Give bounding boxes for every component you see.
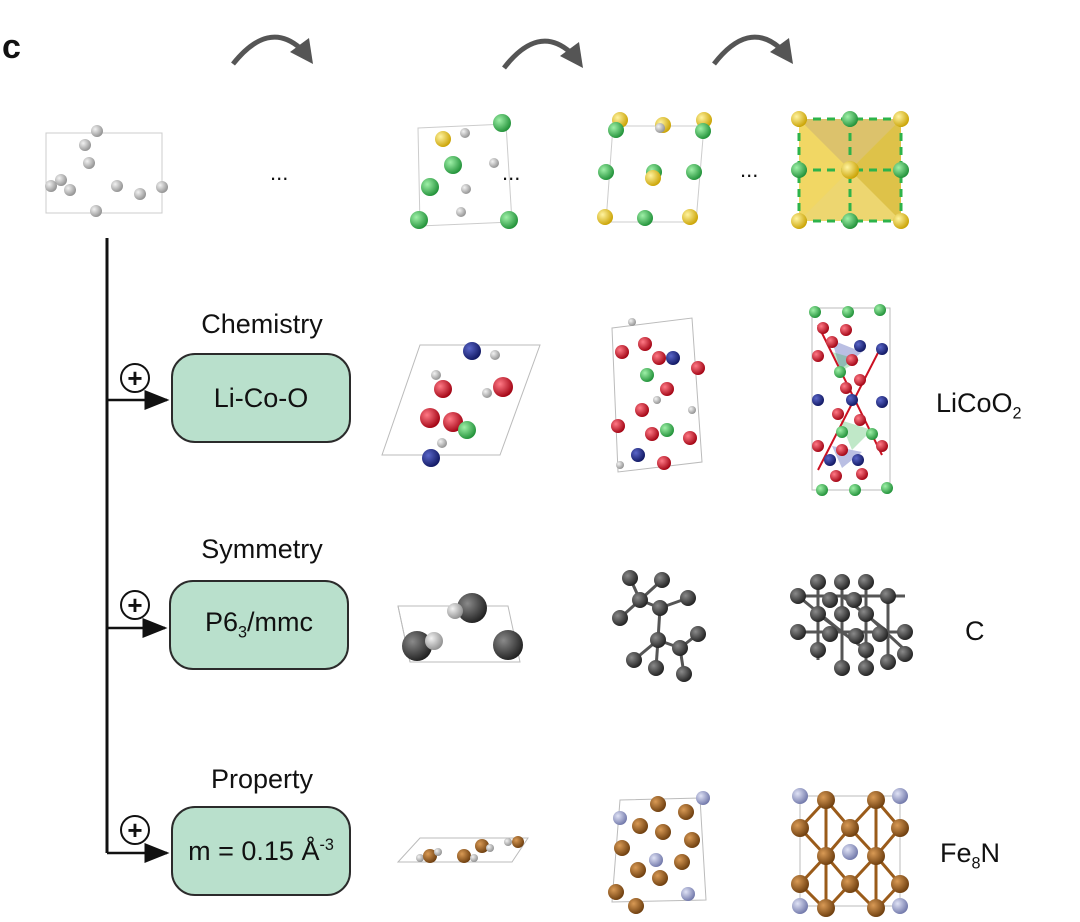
structure-licoo2-step1 bbox=[381, 342, 541, 467]
condition-text-property: m = 0.15 Å-3 bbox=[188, 836, 334, 867]
plus-icon-property: + bbox=[120, 815, 150, 845]
condition-text-chemistry: Li-Co-O bbox=[213, 382, 309, 413]
condition-box-symmetry: P63/mmc bbox=[169, 580, 349, 670]
structure-fe8n-step2 bbox=[608, 791, 710, 914]
process-arrows bbox=[231, 34, 793, 70]
fe8n-main: Fe bbox=[940, 838, 972, 868]
curved-arrow-2 bbox=[502, 38, 572, 70]
fe8n-tail: N bbox=[980, 838, 1001, 868]
formula-main: LiCoO bbox=[936, 388, 1013, 418]
property-sup: -3 bbox=[319, 835, 334, 854]
structure-carbon-step2 bbox=[612, 570, 706, 682]
structure-fe8n-final bbox=[791, 788, 909, 917]
arrowhead-2 bbox=[560, 42, 583, 68]
plus-icon-chemistry: + bbox=[120, 363, 150, 393]
curved-arrow-3 bbox=[712, 34, 782, 66]
condition-box-property: m = 0.15 Å-3 bbox=[171, 806, 351, 896]
space-group-main: P6 bbox=[204, 607, 239, 638]
ellipsis-2: ... bbox=[502, 160, 521, 185]
heading-property: Property bbox=[210, 764, 314, 794]
property-main: m = 0.15 Å bbox=[188, 835, 320, 866]
condition-box-chemistry: Li-Co-O bbox=[171, 353, 351, 443]
fe8n-sub: 8 bbox=[971, 854, 981, 873]
flow-connectors bbox=[105, 238, 170, 863]
formula-licoo2: LiCoO2 bbox=[936, 388, 1022, 423]
ellipsis-1: ... bbox=[270, 160, 289, 185]
structure-fe8n-step1 bbox=[396, 836, 529, 863]
structure-carbon-step1 bbox=[397, 593, 523, 663]
panel-letter: c bbox=[2, 28, 21, 66]
curved-arrow-1 bbox=[231, 34, 302, 66]
space-group-sub: 3 bbox=[238, 623, 248, 642]
condition-text-symmetry: P63/mmc bbox=[205, 607, 313, 642]
structure-licoo2-step2 bbox=[611, 317, 705, 473]
arrowhead-3 bbox=[770, 38, 793, 64]
structure-final-cubic-crystal bbox=[791, 111, 909, 229]
heading-chemistry: Chemistry bbox=[201, 309, 323, 339]
formula-sub: 2 bbox=[1012, 404, 1022, 423]
formula-fe8n: Fe8N bbox=[940, 838, 1000, 873]
structure-ordered-green-yellow bbox=[597, 112, 712, 226]
structure-random-gray bbox=[45, 125, 168, 217]
structure-mixed-green-yellow bbox=[410, 114, 518, 229]
formula-c: C bbox=[965, 616, 985, 646]
space-group-tail: /mmc bbox=[247, 607, 314, 638]
structure-licoo2-final bbox=[809, 304, 893, 496]
ellipsis-3: ... bbox=[740, 157, 759, 182]
heading-symmetry: Symmetry bbox=[201, 534, 323, 564]
plus-icon-symmetry: + bbox=[120, 590, 150, 620]
structure-carbon-final bbox=[790, 574, 913, 676]
arrowhead-1 bbox=[290, 38, 313, 64]
